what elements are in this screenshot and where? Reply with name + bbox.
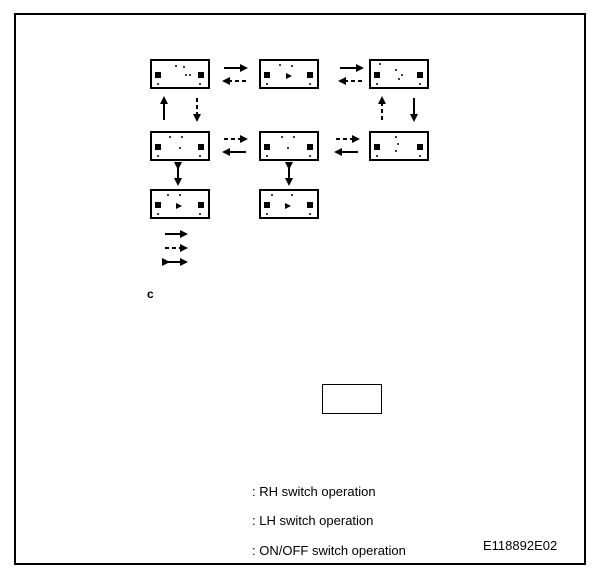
display-panel-r2c2 xyxy=(259,131,319,161)
display-panel-r2c3 xyxy=(369,131,429,161)
figure-code: E118892E02 xyxy=(483,538,558,553)
legend-onoff-text: : ON/OFF switch operation xyxy=(252,543,406,558)
display-panel-r1c2 xyxy=(259,59,319,89)
legend-lh-text: : LH switch operation xyxy=(252,513,374,528)
legend-rh-text: : RH switch operation xyxy=(252,484,376,499)
empty-label-box xyxy=(322,384,382,414)
display-panel-r3c2 xyxy=(259,189,319,219)
figure-frame xyxy=(14,13,586,565)
display-panel-r2c1 xyxy=(150,131,210,161)
display-panel-r3c1 xyxy=(150,189,210,219)
display-panel-r1c1 xyxy=(150,59,210,89)
display-panel-r1c3 xyxy=(369,59,429,89)
stray-label: c xyxy=(147,287,154,301)
